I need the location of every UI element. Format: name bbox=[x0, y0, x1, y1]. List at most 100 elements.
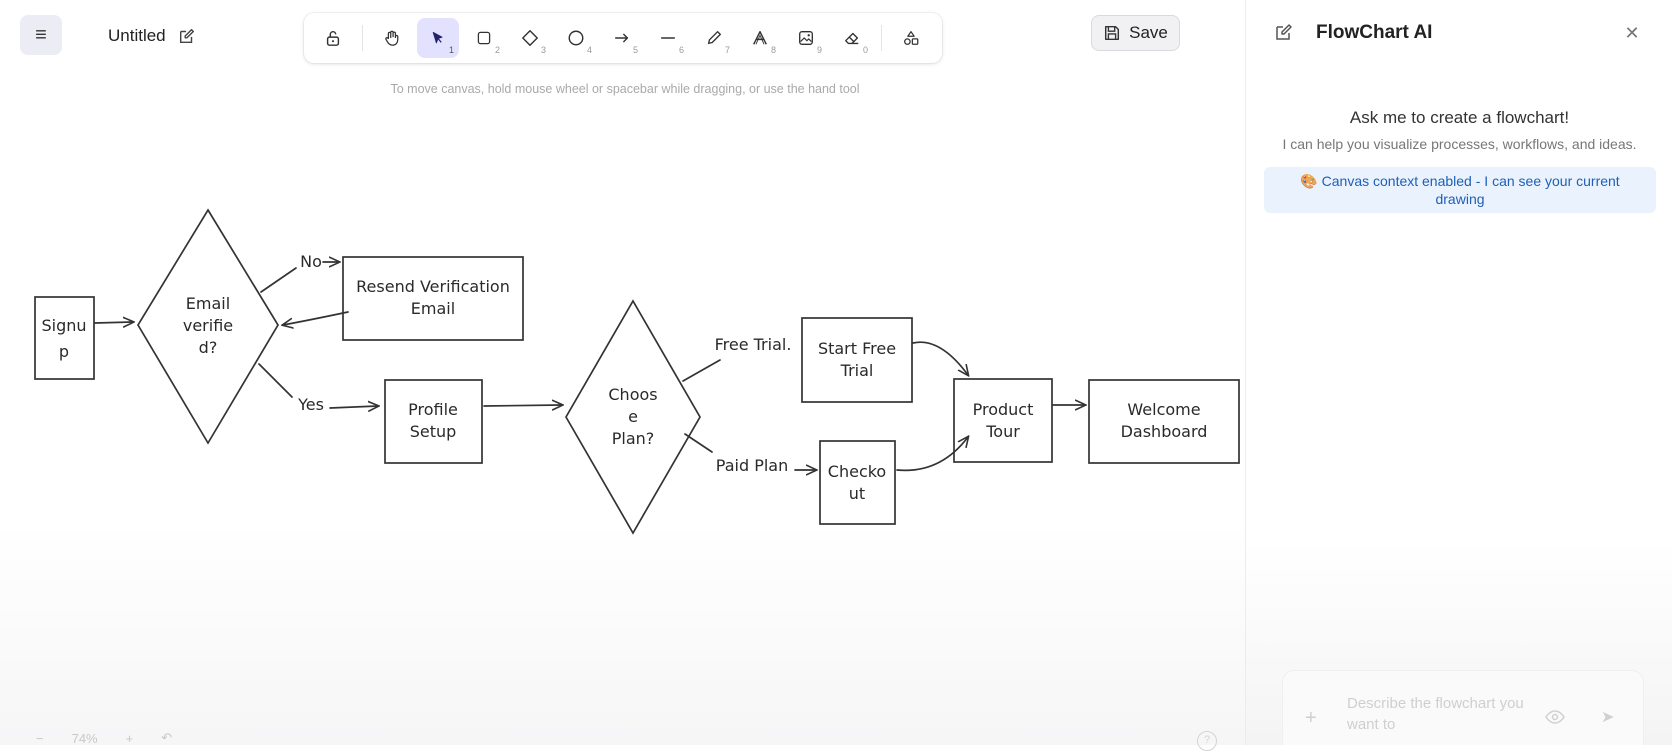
edge-email-yes-line bbox=[258, 363, 293, 398]
edge-checkout-to-tour bbox=[896, 437, 968, 472]
hamburger-icon: ≡ bbox=[35, 23, 47, 46]
attach-plus-icon[interactable]: + bbox=[1305, 707, 1317, 729]
edit-title-icon[interactable] bbox=[178, 27, 196, 45]
chat-input-box[interactable]: + Describe the flowchart you want to ➤ bbox=[1282, 670, 1644, 745]
node-signup[interactable] bbox=[34, 296, 95, 380]
text-icon bbox=[753, 30, 767, 45]
node-start-free-trial[interactable] bbox=[801, 317, 913, 403]
node-label: p bbox=[59, 342, 69, 361]
document-title[interactable]: Untitled bbox=[108, 26, 166, 45]
save-button[interactable]: Save bbox=[1091, 15, 1180, 51]
tool-selection[interactable]: 1 bbox=[417, 18, 459, 58]
node-checkout[interactable] bbox=[819, 440, 896, 525]
toolbar-divider bbox=[362, 25, 363, 51]
tool-shortcut: 8 bbox=[770, 45, 776, 55]
save-button-label: Save bbox=[1129, 23, 1168, 42]
tool-ellipse[interactable]: 4 bbox=[555, 18, 597, 58]
node-label: Welcome bbox=[1127, 400, 1200, 419]
tool-text[interactable]: 8 bbox=[739, 18, 781, 58]
tool-eraser[interactable]: 0 bbox=[831, 18, 873, 58]
hand-icon bbox=[385, 30, 399, 46]
zoom-out-button[interactable]: − bbox=[36, 730, 44, 746]
edge-label: Free Trial. bbox=[715, 335, 792, 354]
lock-icon bbox=[326, 31, 340, 46]
tool-lock[interactable] bbox=[312, 18, 354, 58]
node-label: Signu bbox=[41, 316, 86, 335]
canvas-hint: To move canvas, hold mouse wheel or spac… bbox=[390, 82, 860, 96]
node-label: Setup bbox=[410, 422, 457, 441]
tool-shortcut: 5 bbox=[632, 45, 638, 55]
tool-shortcut: 4 bbox=[586, 45, 592, 55]
shapes-icon bbox=[904, 31, 919, 45]
undo-icon[interactable]: ↶ bbox=[161, 730, 173, 745]
node-product-tour[interactable] bbox=[953, 378, 1053, 463]
tool-image[interactable]: 9 bbox=[785, 18, 827, 58]
close-icon: ✕ bbox=[1624, 22, 1640, 43]
node-welcome-dashboard[interactable] bbox=[1088, 379, 1240, 464]
edge-profile-to-plan bbox=[483, 405, 562, 406]
node-choose-plan[interactable] bbox=[565, 299, 701, 535]
tool-shortcut: 9 bbox=[816, 45, 822, 55]
arrow-icon bbox=[614, 33, 629, 43]
pointer-icon bbox=[432, 31, 443, 44]
zoom-level[interactable]: 74% bbox=[71, 730, 98, 746]
flowchart-drawing: Signu p Email verifie d? Resend Verifica… bbox=[34, 208, 1240, 535]
edge-plan-paid-line bbox=[684, 433, 713, 453]
tool-more-shapes[interactable] bbox=[890, 18, 932, 58]
edge-trial-to-tour bbox=[912, 341, 968, 375]
tool-shortcut: 0 bbox=[862, 45, 868, 55]
rectangle-icon bbox=[477, 31, 491, 45]
node-label: Tour bbox=[985, 422, 1020, 441]
tool-shortcut: 2 bbox=[494, 45, 500, 55]
document-title-group: Untitled bbox=[108, 26, 196, 46]
new-chat-icon[interactable] bbox=[1274, 22, 1294, 42]
panel-subheading: I can help you visualize processes, work… bbox=[1282, 136, 1637, 152]
panel-heading: Ask me to create a flowchart! bbox=[1349, 108, 1570, 127]
node-label: Start Free bbox=[818, 339, 896, 358]
tool-diamond[interactable]: 3 bbox=[509, 18, 551, 58]
tool-shortcut: 1 bbox=[448, 45, 454, 55]
node-label: Trial bbox=[840, 361, 874, 380]
node-label: Dashboard bbox=[1121, 422, 1208, 441]
node-label: verifie bbox=[183, 316, 233, 335]
context-notice-line: drawing bbox=[1435, 191, 1485, 207]
tool-bar: 1 2 3 4 5 bbox=[304, 13, 942, 63]
tool-hand[interactable] bbox=[371, 18, 413, 58]
edge-label: No bbox=[300, 252, 322, 271]
save-icon bbox=[1105, 25, 1120, 41]
send-icon[interactable]: ➤ bbox=[1601, 709, 1615, 726]
help-icon[interactable]: ? bbox=[1197, 731, 1217, 751]
ellipse-icon bbox=[568, 30, 584, 46]
node-label: Product bbox=[973, 400, 1034, 419]
close-panel-button[interactable]: ✕ bbox=[1616, 17, 1648, 49]
tool-shortcut: 7 bbox=[724, 45, 730, 55]
node-profile-setup[interactable] bbox=[384, 379, 483, 464]
tool-arrow[interactable]: 5 bbox=[601, 18, 643, 58]
tool-rectangle[interactable]: 2 bbox=[463, 18, 505, 58]
edge-label: Yes bbox=[297, 395, 324, 414]
tool-shortcut: 6 bbox=[678, 45, 684, 55]
edge-signup-to-email bbox=[94, 322, 133, 323]
node-label: Choos bbox=[608, 385, 657, 404]
context-notice-line: 🎨 Canvas context enabled - I can see you… bbox=[1300, 173, 1620, 189]
zoom-in-button[interactable]: + bbox=[125, 730, 134, 746]
tool-draw[interactable]: 7 bbox=[693, 18, 735, 58]
node-label: Profile bbox=[408, 400, 458, 419]
main-menu-button[interactable]: ≡ bbox=[20, 15, 62, 55]
canvas-context-notice: 🎨 Canvas context enabled - I can see you… bbox=[1264, 167, 1656, 213]
node-label: d? bbox=[199, 338, 218, 357]
node-label: Email bbox=[186, 294, 230, 313]
edge-label: Paid Plan bbox=[716, 456, 788, 475]
tool-line[interactable]: 6 bbox=[647, 18, 689, 58]
chat-input-placeholder[interactable]: Describe the flowchart you want to bbox=[1347, 695, 1524, 733]
toolbar-divider bbox=[881, 25, 882, 51]
node-email-verified[interactable] bbox=[137, 208, 279, 445]
node-label: Email bbox=[411, 299, 455, 318]
eye-icon[interactable] bbox=[1545, 709, 1565, 725]
image-icon bbox=[799, 31, 813, 45]
flowchart-ai-panel: FlowChart AI ✕ Ask me to create a flowch… bbox=[1245, 0, 1672, 745]
node-resend-verification[interactable] bbox=[342, 256, 524, 341]
panel-title: FlowChart AI bbox=[1316, 22, 1433, 43]
drawing-canvas[interactable]: ≡ Untitled 1 bbox=[0, 0, 1245, 751]
edge-resend-back bbox=[283, 311, 349, 325]
